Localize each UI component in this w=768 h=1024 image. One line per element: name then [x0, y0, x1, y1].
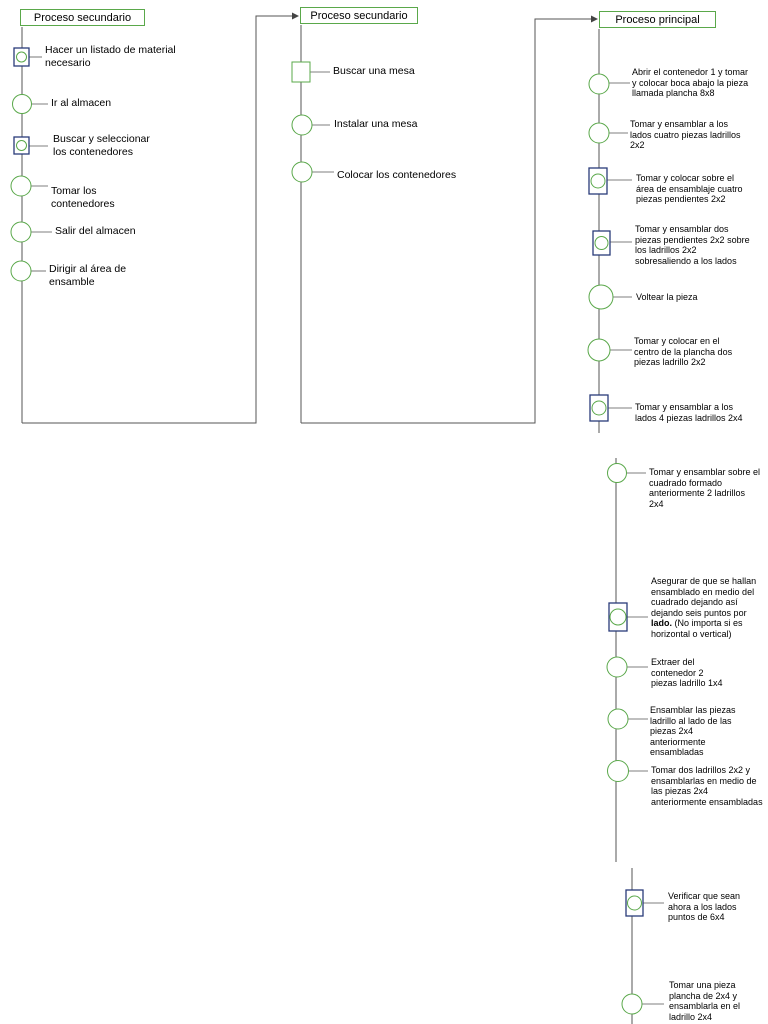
col3-step-3-label: Tomar y colocar sobre el área de ensambl… — [636, 173, 743, 205]
col3-step-13-label: Verificar que sean ahora a los lados pun… — [668, 891, 741, 923]
col3-step-13-combined-symbol — [625, 889, 644, 917]
col3-step-4-label: Tomar y ensamblar dos piezas pendientes … — [635, 224, 750, 266]
col3-step-12-label: Tomar dos ladrillos 2x2 y ensamblarlas e… — [651, 765, 763, 807]
col3-step-6-label: Tomar y colocar en el centro de la planc… — [634, 336, 733, 368]
col2-step-1-inspection-symbol — [291, 61, 311, 83]
col2-step-1-label: Buscar una mesa — [333, 65, 415, 77]
col3-step-12-operation-symbol — [607, 760, 629, 782]
col3-step-5-label: Voltear la pieza — [636, 292, 698, 302]
col1-step-4-label: Tomar los contenedores — [51, 185, 115, 210]
col1-step-4-operation-symbol — [10, 175, 32, 197]
col3-step-4-combined-symbol — [592, 230, 611, 256]
col1-step-6-label: Dirigir al área de ensamble — [49, 263, 127, 288]
connector-lines — [21, 12, 633, 1024]
col1-step-6-operation-symbol — [10, 260, 32, 282]
col1-step-2-operation-symbol — [12, 94, 32, 114]
col3-step-7-label: Tomar y ensamblar a los lados 4 piezas l… — [635, 402, 743, 423]
col3-step-2-operation-symbol — [588, 122, 610, 144]
col3-step-1-label: Abrir el contenedor 1 y tomar y colocar … — [632, 67, 749, 99]
col2-step-3-operation-symbol — [291, 161, 313, 183]
col3-step-8-operation-symbol — [607, 463, 627, 483]
col3-step-14-operation-symbol — [621, 993, 643, 1015]
col3-step-7-combined-symbol — [589, 394, 609, 422]
col2-step-2-operation-symbol — [291, 114, 313, 136]
col3-step-9-combined-symbol — [608, 602, 628, 632]
col3-header: Proceso principal — [599, 11, 716, 28]
col2-step-2-label: Instalar una mesa — [334, 118, 418, 130]
col3-step-8-label: Tomar y ensamblar sobre el cuadrado form… — [649, 467, 761, 509]
label-leaders — [29, 56, 664, 1005]
col1-step-5-label: Salir del almacen — [55, 225, 136, 237]
col1-header: Proceso secundario — [20, 9, 145, 26]
col1-step-3-label: Buscar y seleccionar los contenedores — [53, 133, 150, 158]
col1-step-2-label: Ir al almacen — [51, 97, 112, 109]
col3-step-9-text-before: Asegurar de que se hallan ensamblado en … — [651, 576, 757, 618]
col3-step-5-operation-symbol — [588, 284, 614, 310]
col3-step-11-label: Ensamblar las piezas ladrillo al lado de… — [650, 705, 736, 758]
col1-step-1-label: Hacer un listado de material necesario — [45, 44, 176, 69]
col3-step-6-operation-symbol — [587, 338, 611, 362]
col2-header: Proceso secundario — [300, 7, 418, 24]
col3-step-9-text-after: (No importa si es horizontal o vertical) — [651, 618, 743, 640]
col3-step-9-text-bold: lado. — [651, 618, 673, 629]
col1-step-3-combined-symbol — [13, 136, 30, 155]
col3-step-1-operation-symbol — [588, 73, 610, 95]
col1-step-1-combined-symbol — [13, 47, 30, 67]
col3-step-9-label: Asegurar de que se hallan ensamblado en … — [651, 576, 763, 640]
col3-step-10-label: Extraer del contenedor 2 piezas ladrillo… — [651, 657, 723, 689]
col3-step-2-label: Tomar y ensamblar a los lados cuatro pie… — [630, 119, 741, 151]
col3-step-10-operation-symbol — [606, 656, 628, 678]
col3-step-3-combined-symbol — [588, 167, 608, 195]
col3-step-11-operation-symbol — [607, 708, 629, 730]
col2-step-3-label: Colocar los contenedores — [337, 169, 457, 181]
col1-step-5-operation-symbol — [10, 221, 32, 243]
col3-step-14-label: Tomar una pieza plancha de 2x4 y ensambl… — [669, 980, 741, 1022]
